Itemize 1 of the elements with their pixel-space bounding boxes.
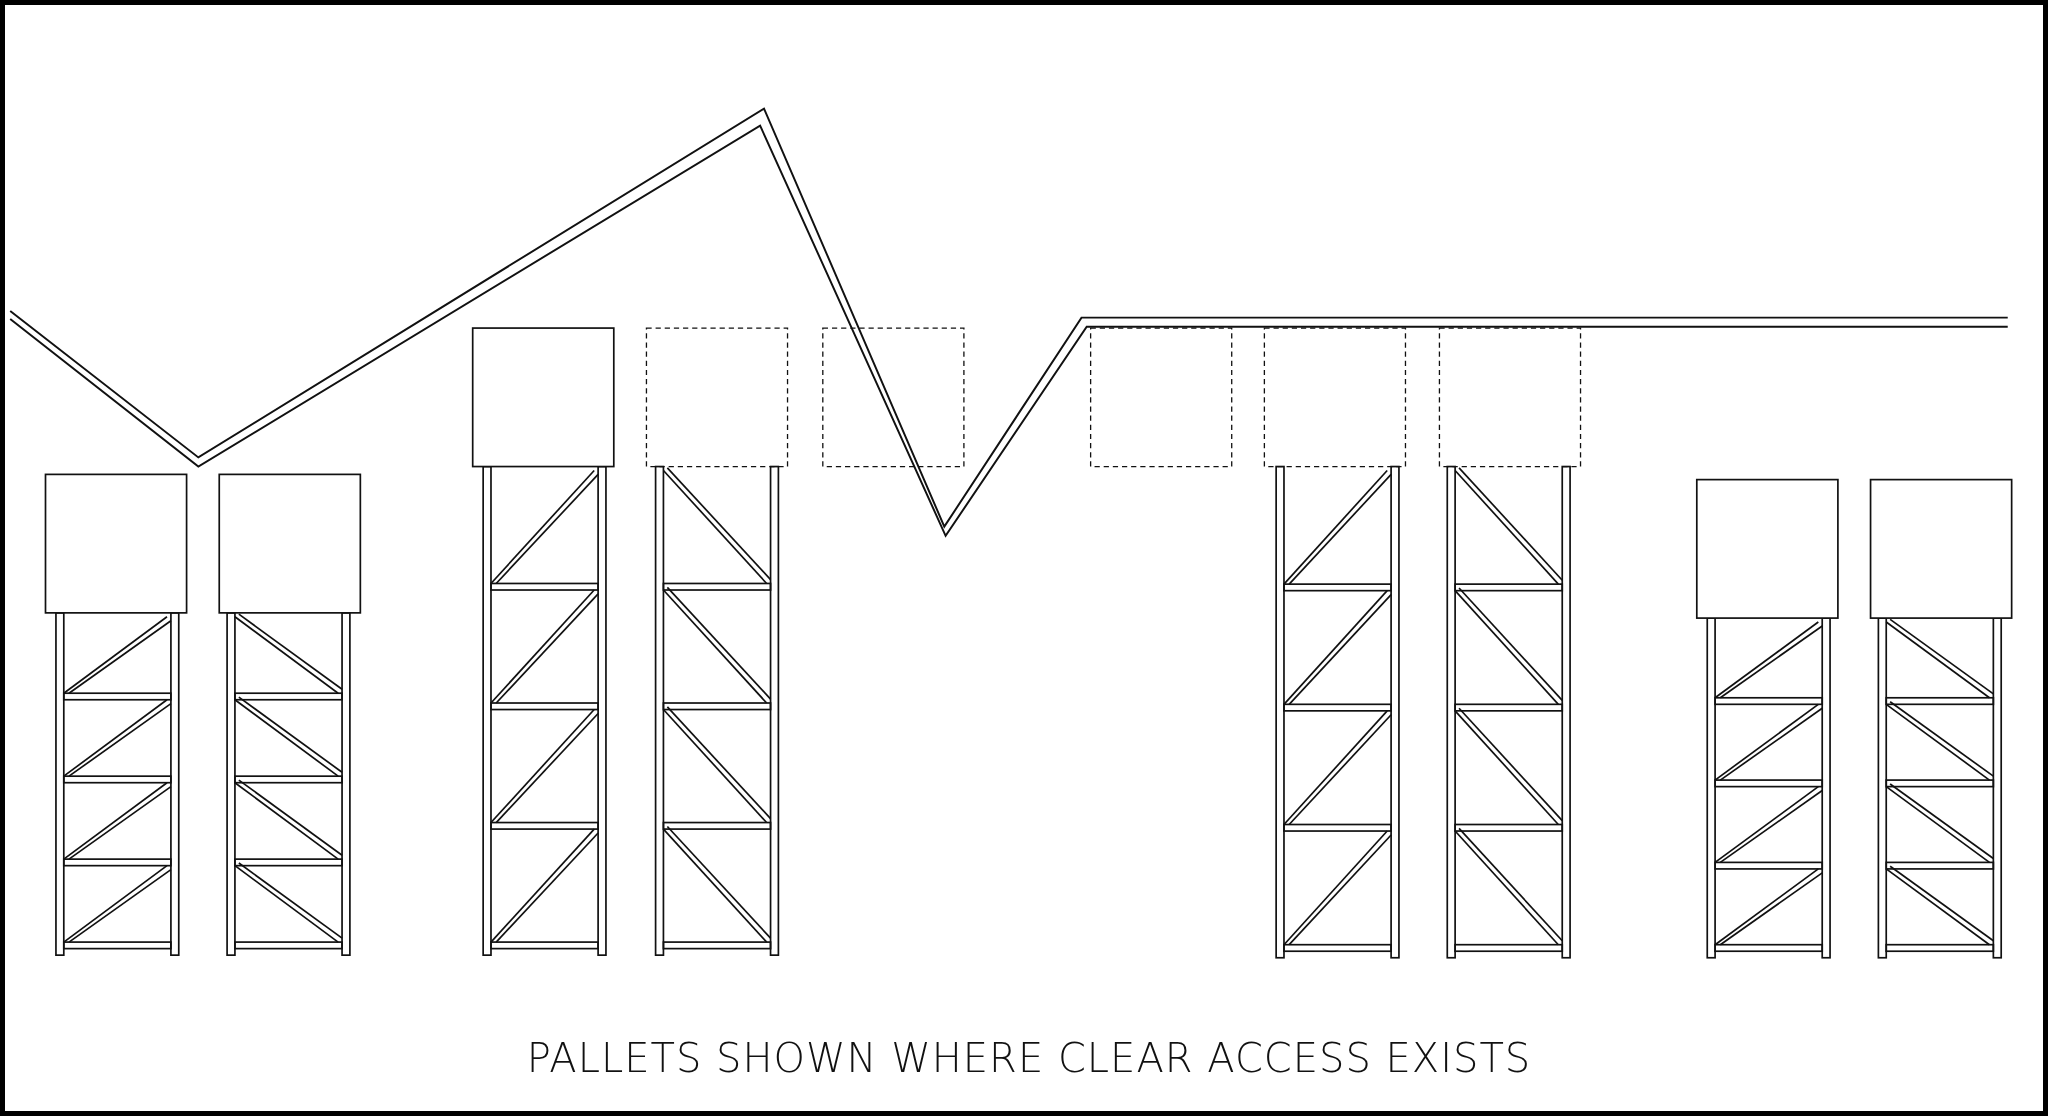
caption: PALLETS SHOWN WHERE CLEAR ACCESS EXISTS <box>525 1035 1533 1081</box>
